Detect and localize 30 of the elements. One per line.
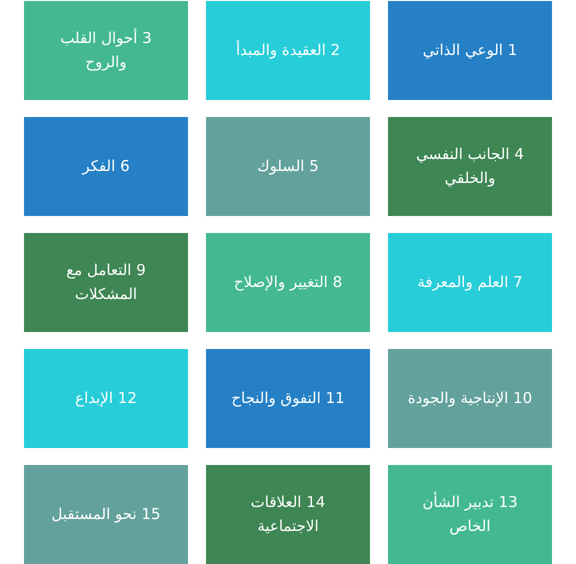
topic-title: 10 الإنتاجية والجودة: [408, 388, 532, 409]
topic-tile: [388, 349, 552, 448]
topic-title: 9 التعامل مع المشكلات: [65, 260, 147, 304]
topic-title: 7 العلم والمعرفة: [417, 272, 523, 293]
topic-title: 3 أحوال القلب والروح: [59, 27, 153, 73]
topic-tile: [206, 465, 370, 564]
topic-tile: [388, 1, 552, 100]
topic-title: 12 الإبداع: [75, 388, 137, 409]
topic-title: 5 السلوك: [257, 156, 319, 177]
topic-tile: [206, 117, 370, 216]
topic-title: 2 العقيدة والمبدأ: [236, 39, 340, 61]
topic-title: 6 الفكر: [82, 156, 130, 177]
topic-tile: [388, 465, 552, 564]
topic-tile: [206, 1, 370, 100]
topic-title: 14 العلاقات الاجتماعية: [250, 492, 326, 536]
topic-title: 8 التغيير والإصلاح: [234, 272, 342, 293]
topic-tile: [24, 465, 188, 564]
topic-tile: [388, 117, 552, 216]
topic-tile: [24, 1, 188, 100]
topic-title: 4 الجانب النفسي والخلقي: [415, 144, 525, 189]
topic-tile: [24, 233, 188, 332]
topic-tile: [24, 349, 188, 448]
topic-title: 11 التفوق والنجاح: [231, 388, 345, 409]
topic-tile: [206, 233, 370, 332]
topic-title: 15 نحو المستقبل: [51, 504, 161, 525]
topic-tile: [388, 233, 552, 332]
topic-tile: [206, 349, 370, 448]
topic-title: 1 الوعي الذاتي: [422, 40, 518, 61]
topic-title: 13 تدبير الشأن الخاص: [421, 491, 519, 537]
topic-tile: [24, 117, 188, 216]
